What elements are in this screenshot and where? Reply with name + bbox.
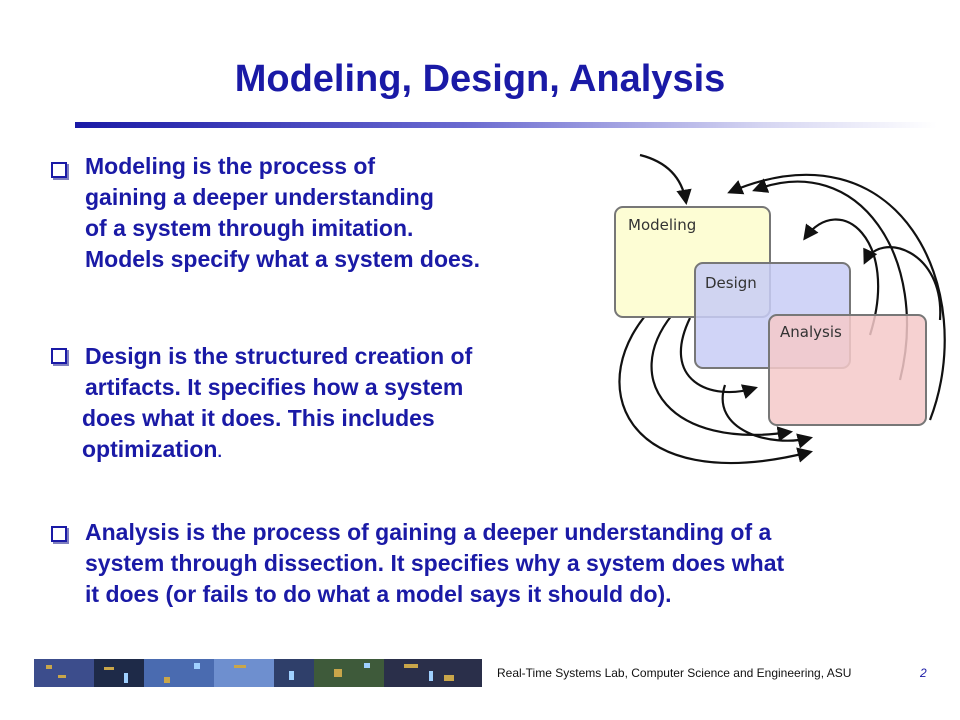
slide-title: Modeling, Design, Analysis bbox=[234, 58, 726, 100]
analysis-box bbox=[768, 314, 927, 426]
arrow-left-mid bbox=[650, 314, 794, 442]
bullet-line: it does (or fails to do what a model say… bbox=[85, 581, 672, 607]
modeling-design-analysis-diagram: Modeling Design Analysis bbox=[614, 153, 946, 465]
bullet-line: artifacts. It specifies how a system bbox=[85, 374, 464, 400]
title-underline bbox=[75, 122, 937, 128]
arrow-inner-right bbox=[863, 246, 942, 321]
trailing-period: . bbox=[217, 444, 222, 461]
bullet-line: Analysis is the process of gaining a dee… bbox=[85, 519, 772, 545]
arrow-lower-right bbox=[721, 384, 813, 449]
arrow-left-big bbox=[618, 304, 813, 465]
bullet-line: Modeling is the process of bbox=[85, 153, 376, 179]
bullet-line-text: optimization bbox=[82, 436, 218, 462]
bullet-design: Design is the structured creation of art… bbox=[82, 341, 473, 468]
arrow-outer-big bbox=[727, 173, 946, 421]
arrow-into-modeling bbox=[639, 153, 692, 206]
checkbox-bullet-icon bbox=[51, 526, 67, 542]
page-number: 2 bbox=[920, 666, 927, 680]
bullet-line: Design is the structured creation of bbox=[85, 343, 473, 369]
bullet-line-last: optimization. bbox=[82, 434, 472, 468]
bullet-line: of a system through imitation. bbox=[85, 215, 414, 241]
checkbox-bullet-icon bbox=[51, 348, 67, 364]
footer-text: Real-Time Systems Lab, Computer Science … bbox=[497, 666, 852, 680]
bullet-line: system through dissection. It specifies … bbox=[85, 550, 785, 576]
arrow-outer-small bbox=[803, 218, 880, 336]
analysis-box-label: Analysis bbox=[780, 323, 842, 341]
bullet-line: does what it does. This includes bbox=[82, 405, 435, 431]
bullet-modeling: Modeling is the process of gaining a dee… bbox=[85, 151, 480, 275]
footer-image-strip bbox=[34, 659, 482, 687]
design-box-label: Design bbox=[705, 274, 757, 292]
bullet-line: gaining a deeper understanding bbox=[85, 184, 434, 210]
bullet-analysis: Analysis is the process of gaining a dee… bbox=[85, 517, 784, 610]
bullet-line: Models specify what a system does. bbox=[85, 246, 480, 272]
diagram-boxes bbox=[614, 206, 927, 426]
checkbox-bullet-icon bbox=[51, 162, 67, 178]
arrow-left-small bbox=[679, 317, 758, 400]
modeling-box-label: Modeling bbox=[628, 216, 696, 234]
